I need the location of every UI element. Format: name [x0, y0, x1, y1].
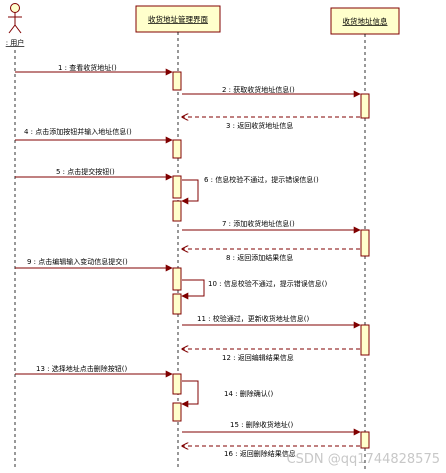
message-label: 10 : 信息校验不通过，提示错误信息() — [208, 279, 327, 288]
lifeline-header-info: 收货地址信息 — [330, 7, 400, 35]
actor: : 用户 — [6, 3, 25, 47]
actor-label: : 用户 — [6, 38, 25, 47]
activation-bar — [172, 402, 182, 422]
lifeline-header-ui: 收货地址管理界面 — [135, 5, 221, 33]
activation-bar — [172, 373, 182, 395]
message-label: 7 : 添加收货地址信息() — [222, 219, 295, 228]
message-label: 14 : 删除确认() — [224, 389, 273, 398]
activation-bar — [172, 71, 182, 91]
activation-bar — [172, 200, 182, 222]
activation-bar — [172, 267, 182, 291]
activation-bar — [172, 139, 182, 159]
message-label: 3 : 返回收货地址信息 — [226, 121, 293, 130]
watermark: CSDN @qq1744828575 — [287, 452, 440, 467]
self-message-arrow — [181, 279, 205, 300]
stick-figure-icon — [8, 3, 22, 34]
activation-bar — [360, 229, 370, 257]
message-label: 6 : 信息校验不通过，提示错误信息() — [204, 175, 319, 184]
activation-bars — [172, 71, 370, 449]
message-label: 9 : 点击编辑输入变动信息提交() — [27, 257, 128, 266]
activation-bar — [360, 431, 370, 449]
message-label: 13 : 选择地址点击删除按钮() — [36, 364, 127, 373]
self-message-arrow — [181, 380, 199, 408]
message-label: 16 : 返回删除结果信息 — [224, 449, 296, 458]
message-label: 2 : 获取收货地址信息() — [222, 85, 295, 94]
lifeline-ui-title: 收货地址管理界面 — [148, 14, 208, 24]
message-label: 4 : 点击添加按钮并输入地址信息() — [24, 127, 132, 136]
message-label: 12 : 返回编辑结果信息 — [222, 353, 294, 362]
message-label: 11 : 校验通过，更新收货地址信息() — [197, 314, 309, 323]
activation-bar — [360, 93, 370, 119]
activation-bar — [172, 175, 182, 199]
message-label: 1 : 查看收货地址() — [58, 63, 117, 72]
activation-bar — [172, 293, 182, 315]
message-label: 15 : 删除收货地址() — [230, 420, 293, 429]
lifeline-info-title: 收货地址信息 — [343, 16, 388, 26]
message-label: 5 : 点击提交按钮() — [56, 167, 115, 176]
self-message-arrow — [181, 179, 199, 205]
activation-bar — [360, 324, 370, 356]
message-label: 8 : 返回添加结果信息 — [226, 253, 293, 262]
